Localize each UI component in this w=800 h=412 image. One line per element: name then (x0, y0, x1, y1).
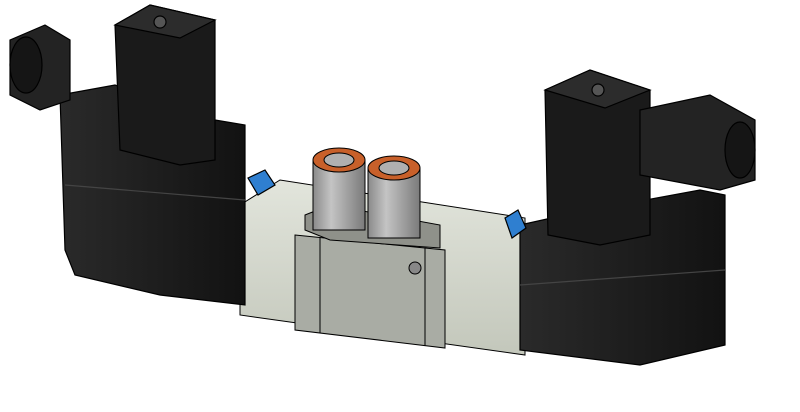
push-in-fittings (312, 147, 421, 239)
valve-body (239, 179, 526, 356)
right-solenoid (504, 69, 756, 366)
left-solenoid (9, 4, 276, 306)
